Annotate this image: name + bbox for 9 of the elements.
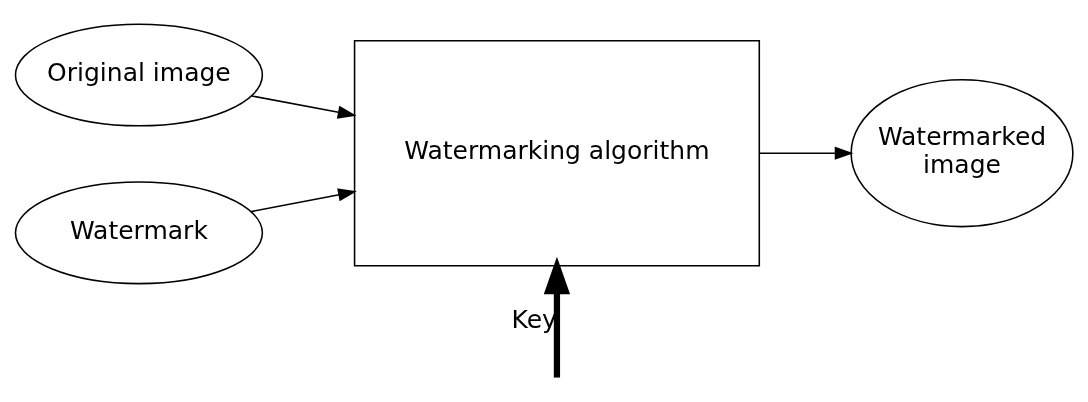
arrow bbox=[758, 146, 854, 160]
edge-label: Key bbox=[511, 304, 557, 334]
arrow bbox=[250, 94, 357, 119]
node-ellipse: Watermarked image bbox=[850, 78, 1074, 227]
arrow bbox=[250, 187, 357, 212]
node-ellipse: Watermark bbox=[14, 180, 264, 284]
arrow bbox=[543, 256, 571, 378]
node-box: Watermarking algorithm bbox=[353, 39, 761, 266]
node-ellipse: Original image bbox=[14, 22, 264, 127]
